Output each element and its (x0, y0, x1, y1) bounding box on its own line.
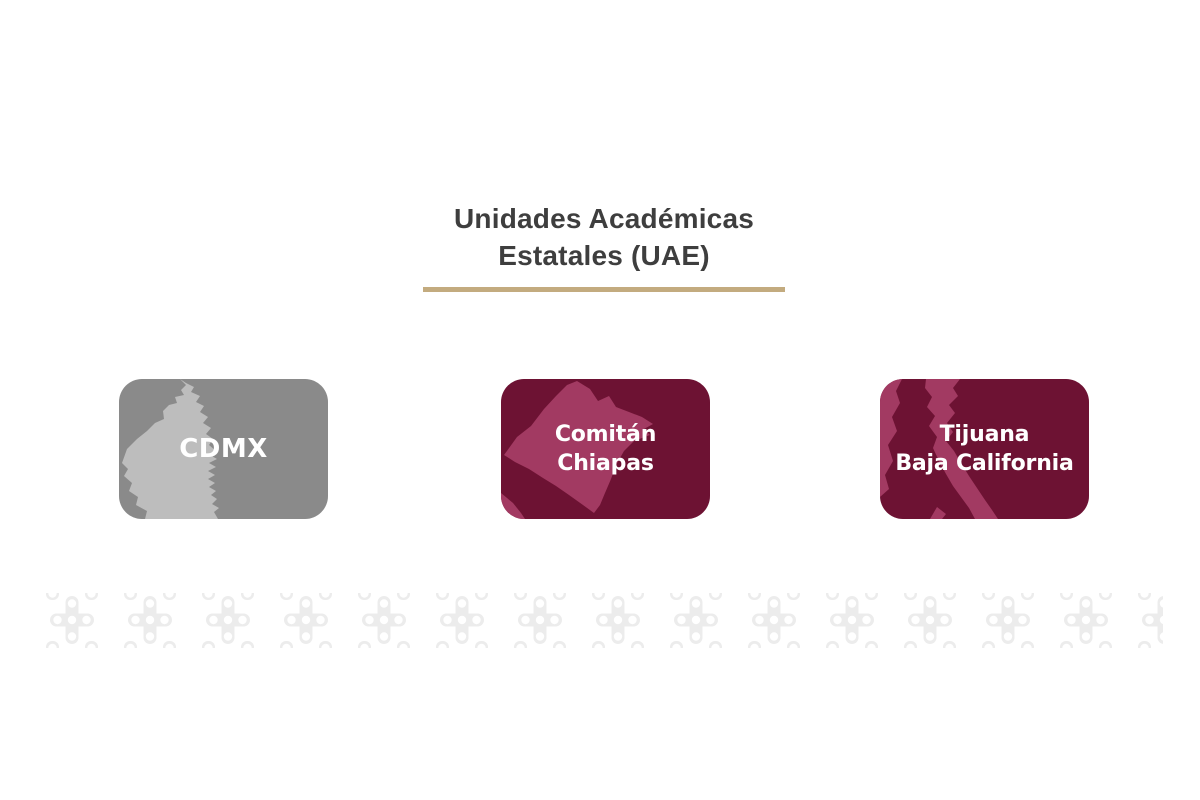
card-comitan-chiapas[interactable]: Comitán Chiapas (501, 379, 710, 519)
card-cdmx[interactable]: CDMX (119, 379, 328, 519)
card-comitan-chiapas-label: Comitán Chiapas (554, 422, 657, 476)
card-tijuana-baja-california[interactable]: Tijuana Baja California (880, 379, 1089, 519)
geometric-cross-pattern-band (33, 593, 1163, 648)
title-divider (423, 287, 785, 292)
card-cdmx-label: CDMX (179, 434, 268, 464)
page-title: Unidades Académicas Estatales (UAE) (453, 203, 754, 271)
card-tijuana-baja-california-label: Tijuana Baja California (895, 422, 1074, 476)
